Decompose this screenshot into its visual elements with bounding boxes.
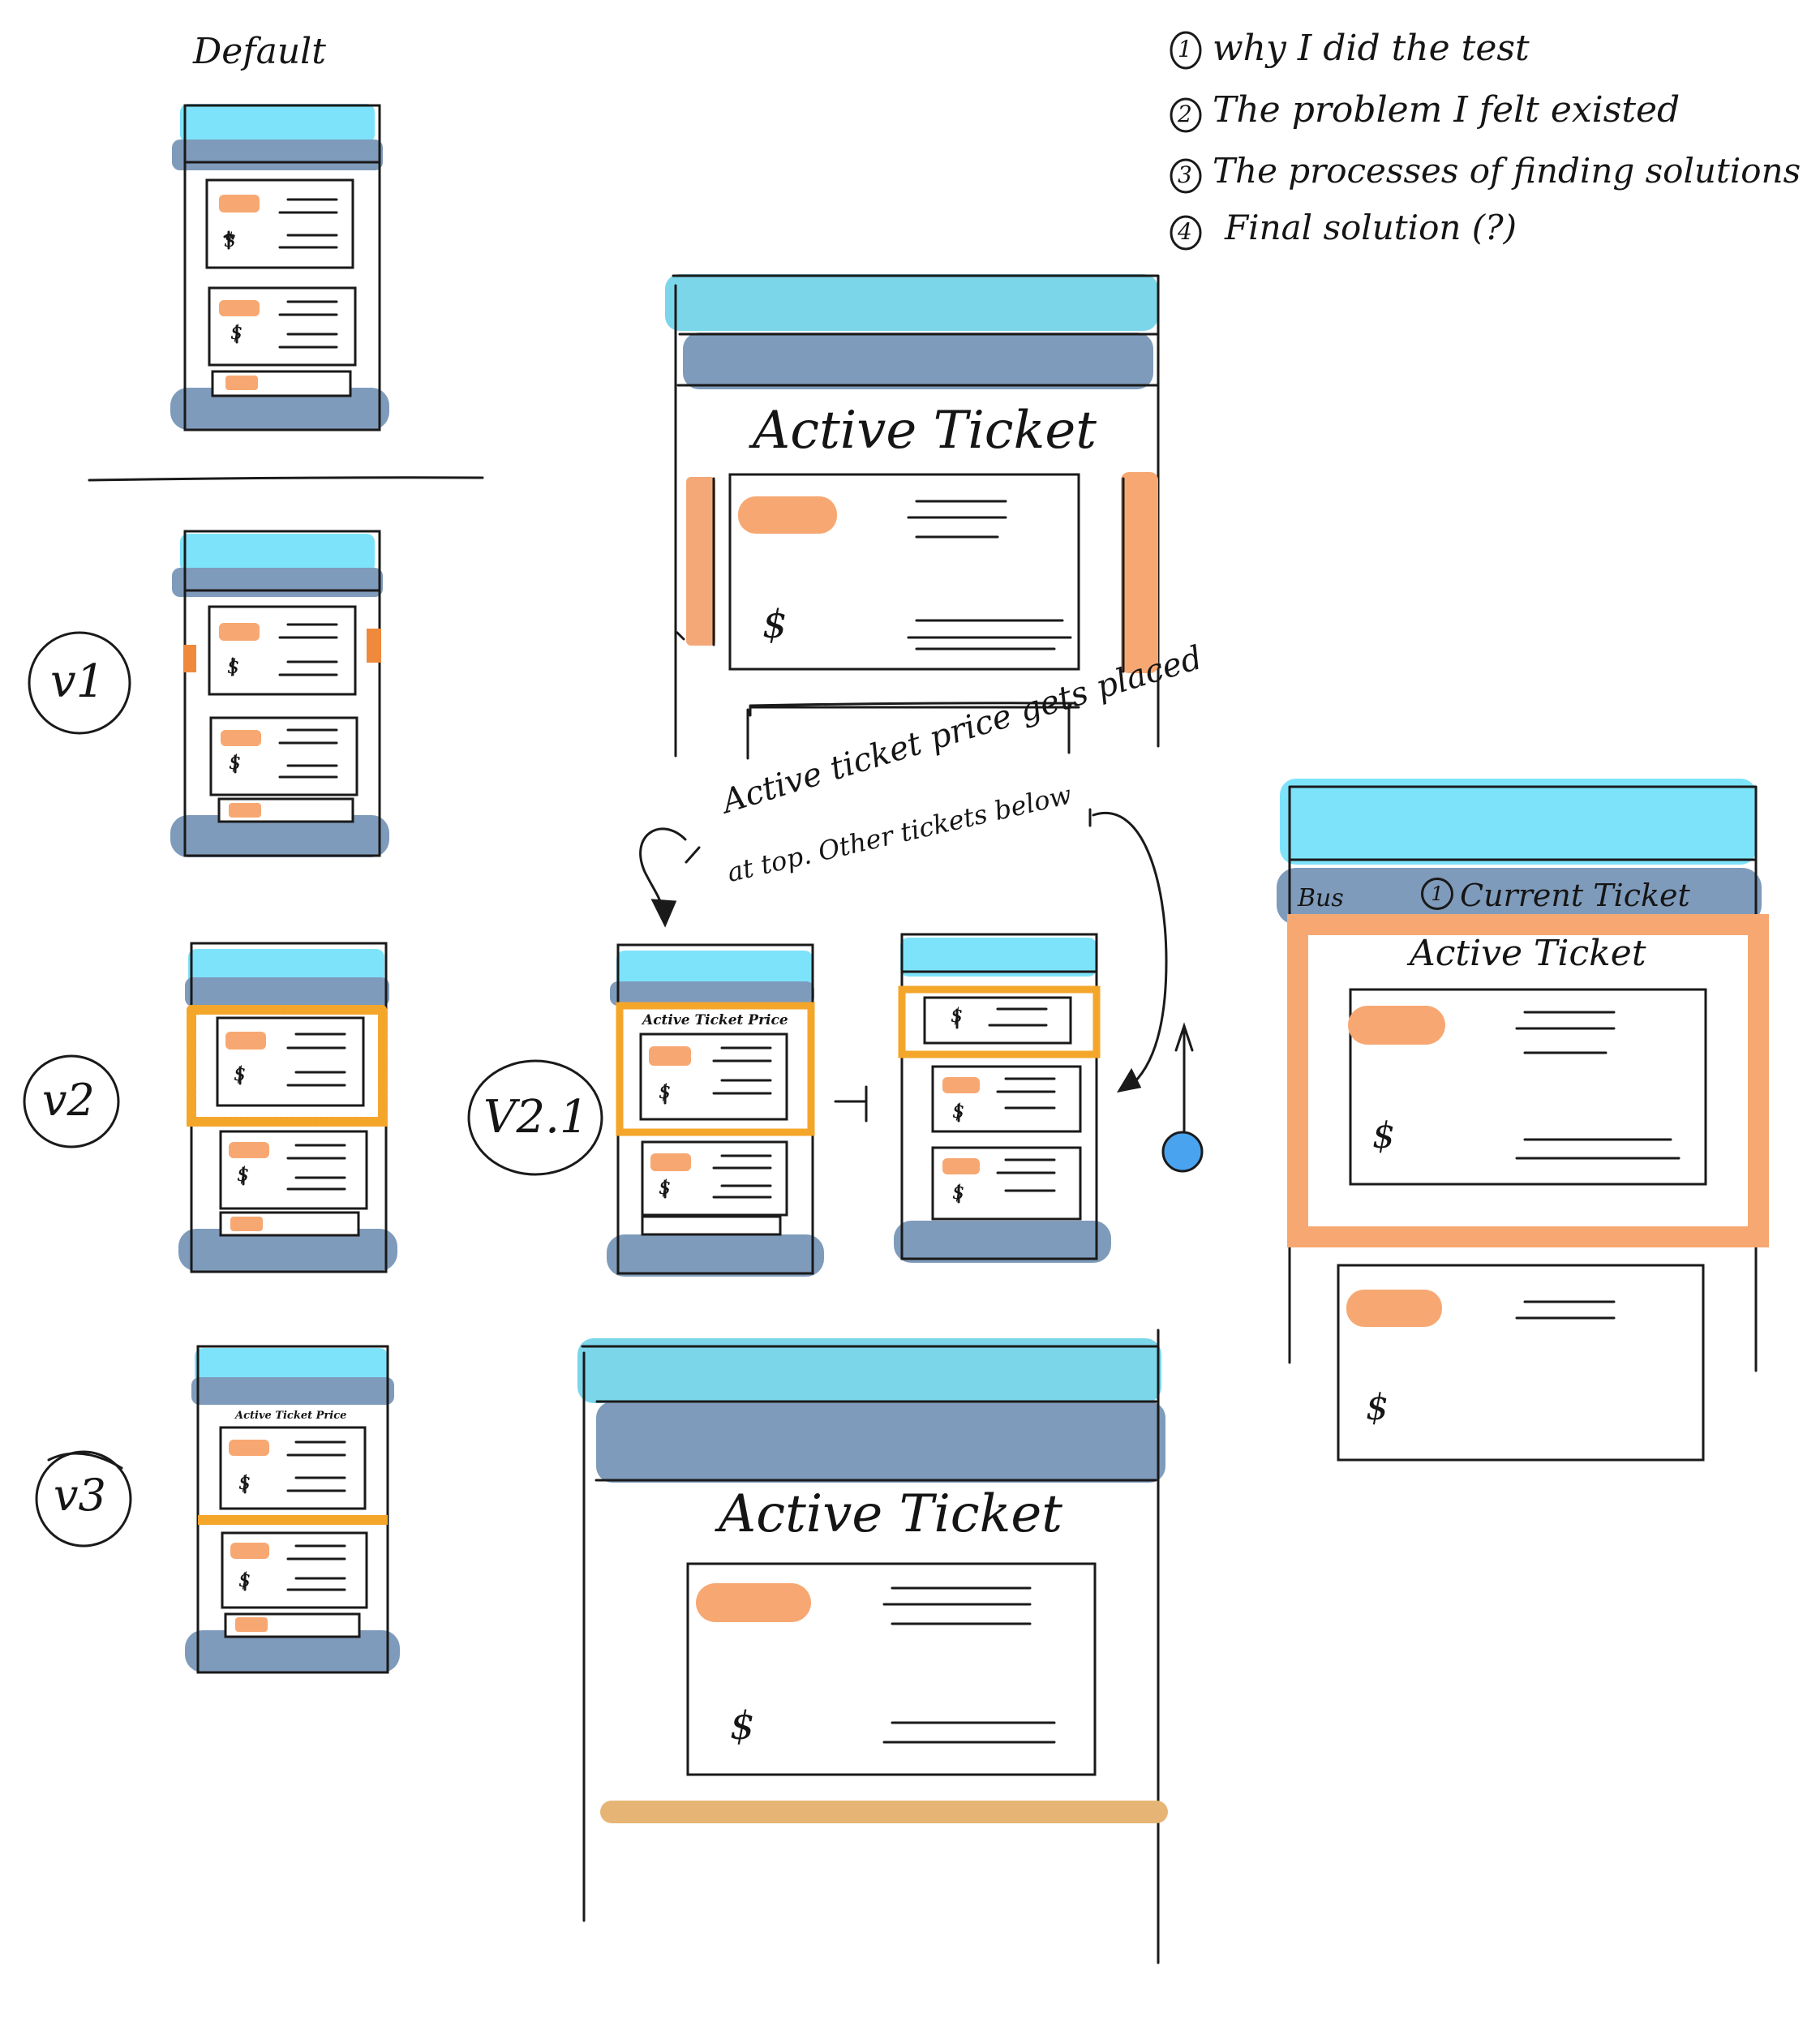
v2-label: v2 xyxy=(42,1075,95,1126)
bottom-ticket-price: $ xyxy=(730,1703,755,1749)
top-active-ticket-title: Active Ticket xyxy=(753,401,1097,461)
note-text-4: Final solution (?) xyxy=(1225,208,1517,247)
default-label: Default xyxy=(193,31,326,72)
v2-price-1: $ xyxy=(234,1063,247,1085)
v3-price-1: $ xyxy=(238,1471,251,1494)
v21-phone-b-sketch xyxy=(894,933,1111,1263)
note-num-1: 1 xyxy=(1178,36,1192,62)
final-current-ticket-tab: Current Ticket xyxy=(1460,878,1690,913)
final-current-ticket-num: 1 xyxy=(1421,878,1453,910)
final-current-ticket-num-text: 1 xyxy=(1431,882,1444,905)
note-num-3: 3 xyxy=(1178,161,1192,188)
note-circle-2 xyxy=(1170,97,1202,133)
v21b-price-2: $ xyxy=(952,1100,965,1123)
v3-phone-sketch xyxy=(185,1345,400,1674)
final-solution-sketch xyxy=(1277,779,1769,1462)
v3-circle xyxy=(35,1450,132,1548)
v2-circle xyxy=(23,1054,120,1148)
note-circle-4 xyxy=(1170,215,1202,251)
v3-active-ticket-price: Active Ticket Price xyxy=(235,1410,347,1422)
note-text-3: The processes of finding solutions xyxy=(1213,151,1801,191)
note-num-4: 4 xyxy=(1178,218,1192,245)
final-bus-tab: Bus xyxy=(1298,884,1344,912)
v1-label: v1 xyxy=(50,655,105,708)
top-ticket-price: $ xyxy=(762,602,788,647)
v2-price-2: $ xyxy=(237,1163,250,1186)
v21a-price-2: $ xyxy=(659,1176,672,1199)
note-num-2: 2 xyxy=(1178,101,1192,127)
v1-price-1: $ xyxy=(227,655,240,678)
blue-dot xyxy=(1161,1131,1204,1173)
note-circle-1 xyxy=(1170,31,1202,70)
final-active-ticket-title: Active Ticket xyxy=(1410,933,1646,974)
v1-price-2: $ xyxy=(229,751,242,774)
v1-phone-sketch xyxy=(170,530,389,857)
v21a-active-ticket-price: Active Ticket Price xyxy=(642,1012,788,1028)
bottom-active-ticket-sketch xyxy=(577,1329,1168,1964)
default-price-2: $ xyxy=(230,321,243,344)
note-text-1: why I did the test xyxy=(1213,28,1530,69)
default-phone-sketch xyxy=(170,104,389,431)
bottom-active-ticket-title: Active Ticket xyxy=(719,1484,1062,1544)
v21b-price-1: $ xyxy=(951,1004,964,1027)
final-price-2: $ xyxy=(1366,1387,1389,1428)
default-price-1: $ xyxy=(224,229,237,251)
note-circle-3 xyxy=(1170,158,1202,194)
v21-label: V2.1 xyxy=(483,1091,589,1144)
v3-label: v3 xyxy=(54,1470,106,1521)
v21a-price-1: $ xyxy=(659,1080,672,1103)
note-text-2: The problem I felt existed xyxy=(1213,89,1680,131)
v3-price-2: $ xyxy=(238,1569,251,1591)
v2-phone-sketch xyxy=(178,942,397,1273)
final-price-1: $ xyxy=(1372,1115,1395,1157)
v1-circle xyxy=(28,631,131,735)
v21b-price-3: $ xyxy=(952,1181,965,1204)
v21-circle xyxy=(467,1059,603,1176)
v21-phone-a-sketch xyxy=(607,943,824,1277)
large-active-ticket-sketch xyxy=(665,274,1160,760)
